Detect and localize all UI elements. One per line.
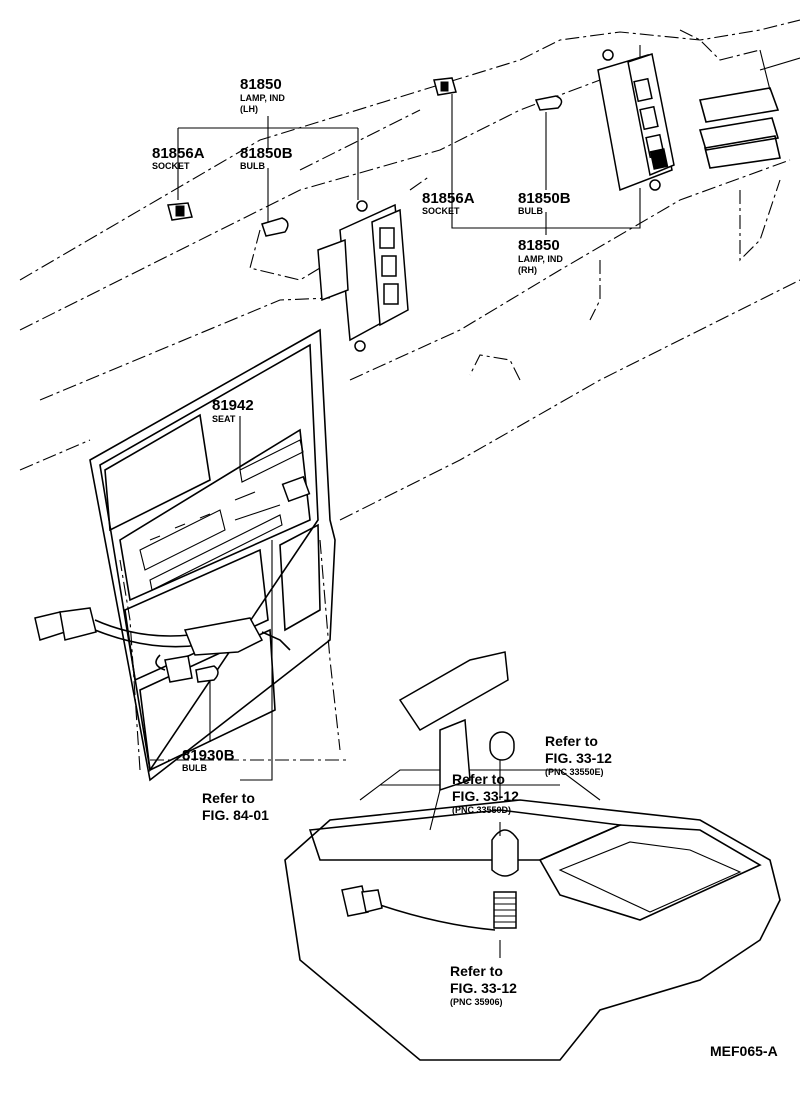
socket-left-pn: 81856A <box>152 145 205 162</box>
socket-right-icon <box>433 77 457 96</box>
bulb-left-icon <box>261 217 289 237</box>
lamp-lh-side: (LH) <box>240 104 258 114</box>
lamp-rh-pn: 81850 <box>518 237 560 254</box>
dashboard-outline <box>19 19 800 771</box>
bulb-left-name: BULB <box>240 161 265 171</box>
ref-33550e-pnc: (PNC 33550E) <box>545 767 604 777</box>
ref-fig-84-01: Refer to FIG. 84-01 <box>202 790 269 823</box>
bulb-right-icon <box>534 95 563 111</box>
lamp-rh-side: (RH) <box>518 265 537 275</box>
ref-35906-pnc: (PNC 35906) <box>450 997 503 1007</box>
label-lamp-rh: 81850 LAMP, IND (RH) <box>518 237 563 275</box>
socket-left-icon <box>167 202 193 221</box>
label-bulb-left: 81850B BULB <box>240 145 293 171</box>
ref-84-line2: FIG. 84-01 <box>202 807 269 823</box>
ref-35906-line1: Refer to <box>450 963 503 979</box>
label-lamp-lh: 81850 LAMP, IND (LH) <box>240 76 285 114</box>
lamp-rh-name: LAMP, IND <box>518 254 563 264</box>
ref-84-line1: Refer to <box>202 790 255 806</box>
ref-pnc-33550e: Refer to FIG. 33-12 (PNC 33550E) <box>545 733 612 777</box>
label-bulb-right: 81850B BULB <box>518 190 571 216</box>
lamp-lh-name: LAMP, IND <box>240 93 285 103</box>
ref-35906-line2: FIG. 33-12 <box>450 980 517 996</box>
label-seat: 81942 SEAT <box>212 397 254 424</box>
shift-lever <box>341 651 519 931</box>
ref-33550e-line2: FIG. 33-12 <box>545 750 612 766</box>
ref-pnc-33550d: Refer to FIG. 33-12 (PNC 33550D) <box>452 771 519 815</box>
seat-pn: 81942 <box>212 397 254 414</box>
label-bulb-lower: 81930B BULB <box>182 747 235 773</box>
ref-33550d-line2: FIG. 33-12 <box>452 788 519 804</box>
label-socket-left: 81856A SOCKET <box>152 145 205 171</box>
drawing-code: MEF065-A <box>710 1043 778 1059</box>
socket-right-name: SOCKET <box>422 206 460 216</box>
seat-name: SEAT <box>212 414 236 424</box>
socket-right-pn: 81856A <box>422 190 475 207</box>
center-cluster-bezel <box>89 328 336 782</box>
wiring-harness <box>34 607 291 671</box>
bulb-lower-icon <box>164 655 219 683</box>
indicator-lamp-rh <box>597 49 675 192</box>
bulb-left-pn: 81850B <box>240 145 293 162</box>
socket-left-name: SOCKET <box>152 161 190 171</box>
lamp-lh-pn: 81850 <box>240 76 282 93</box>
label-socket-right: 81856A SOCKET <box>422 190 475 216</box>
bulb-right-name: BULB <box>518 206 543 216</box>
ref-pnc-35906: Refer to FIG. 33-12 (PNC 35906) <box>450 963 517 1007</box>
bulb-lower-name: BULB <box>182 763 207 773</box>
leader-lines <box>177 94 641 958</box>
ref-33550e-line1: Refer to <box>545 733 598 749</box>
bulb-lower-pn: 81930B <box>182 747 235 764</box>
indicator-lamp-lh <box>317 200 409 352</box>
ref-33550d-line1: Refer to <box>452 771 505 787</box>
dash-bracket-tabs <box>698 49 800 169</box>
floor-console <box>284 769 781 1061</box>
bulb-right-pn: 81850B <box>518 190 571 207</box>
ref-33550d-pnc: (PNC 33550D) <box>452 805 511 815</box>
